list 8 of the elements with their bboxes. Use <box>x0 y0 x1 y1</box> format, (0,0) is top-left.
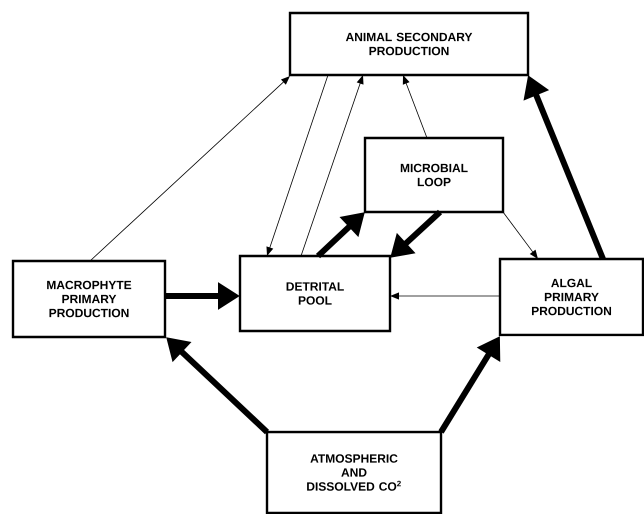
process-box: DETRITAL POOL <box>238 254 392 332</box>
process-box: ATMOSPHERIC AND DISSOLVED CO$^{2}$ <box>266 430 442 514</box>
process-box: ALGAL PRIMARY PRODUCTION <box>498 258 644 336</box>
arrow <box>502 212 538 259</box>
process-box: MACROPHYTE PRIMARY PRODUCTION <box>12 260 166 338</box>
process-box: ANIMAL SECONDARY PRODUCTION <box>288 12 530 76</box>
arrow <box>90 76 290 262</box>
process-box: MICROBIAL LOOP <box>364 136 504 214</box>
